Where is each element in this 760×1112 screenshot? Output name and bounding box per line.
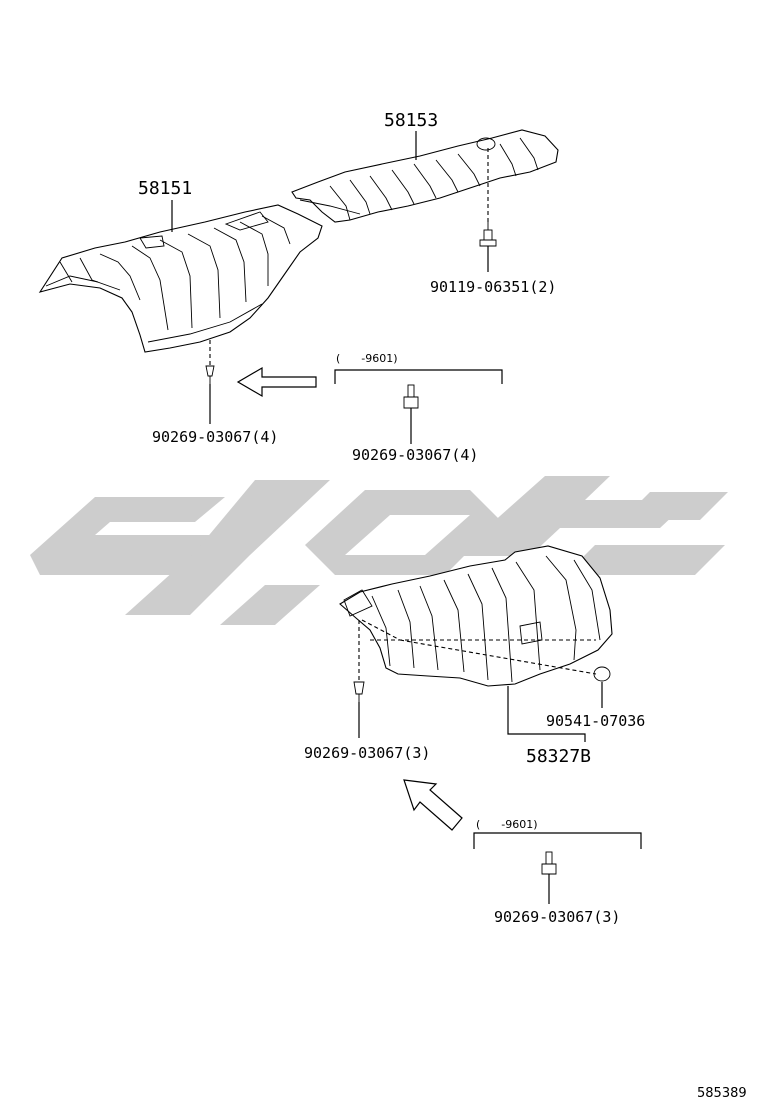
clip-lower-icon [353, 681, 365, 702]
clip-left-icon [205, 365, 215, 384]
label-90269-03067-lower-alt: 90269-03067(3) [494, 908, 620, 926]
label-90269-03067-lower: 90269-03067(3) [304, 744, 430, 762]
range-lower: ( -9601) [476, 818, 538, 831]
diagram-id: 585389 [697, 1086, 747, 1101]
label-90269-03067-left: 90269-03067(4) [152, 428, 278, 446]
arrow-left-icon [236, 366, 317, 398]
heat-insulator-58151 [38, 204, 323, 353]
bolt-90119-icon [479, 222, 497, 247]
range-upper: ( -9601) [336, 352, 398, 365]
label-58153: 58153 [384, 110, 438, 131]
watermark-logo [30, 476, 728, 625]
clip-left-alt-icon [403, 384, 419, 409]
leader-lines [171, 131, 642, 904]
label-90541-07036: 90541-07036 [546, 712, 645, 730]
arrow-up-left-icon [403, 779, 463, 831]
label-90269-03067-left-alt: 90269-03067(4) [352, 446, 478, 464]
label-58151: 58151 [138, 178, 192, 199]
heat-insulator-58153 [291, 129, 559, 223]
label-58327b: 58327B [526, 746, 591, 767]
nut-90541-icon [593, 666, 611, 682]
label-90119-06351: 90119-06351(2) [430, 278, 556, 296]
clip-lower-alt-icon [541, 851, 557, 875]
